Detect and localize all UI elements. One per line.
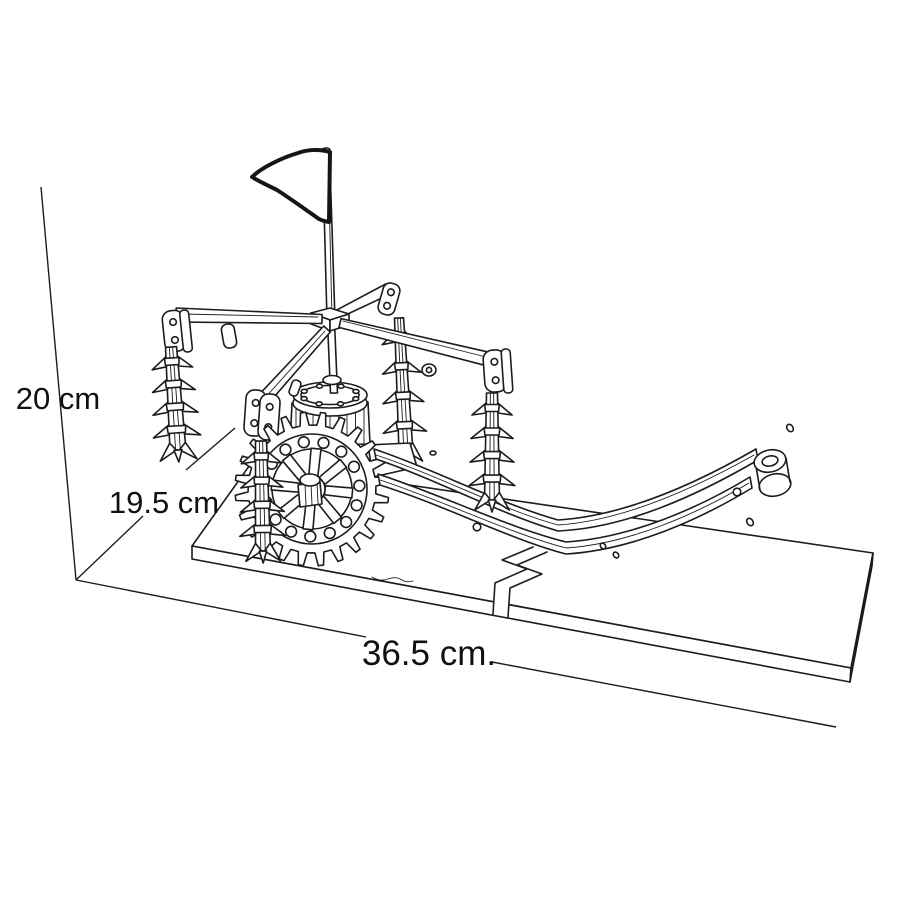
depth-dimension-label: 19.5 cm (109, 485, 219, 520)
dimension-annotations: 20 cm 19.5 cm 36.5 cm. (16, 186, 837, 728)
height-dimension-line (40, 186, 77, 581)
depth-dimension-line (75, 427, 236, 581)
height-dimension-label: 20 cm (16, 381, 100, 416)
flail-machine (151, 147, 795, 567)
width-dimension-label: 36.5 cm. (362, 634, 496, 673)
width-dimension-line (75, 579, 837, 728)
